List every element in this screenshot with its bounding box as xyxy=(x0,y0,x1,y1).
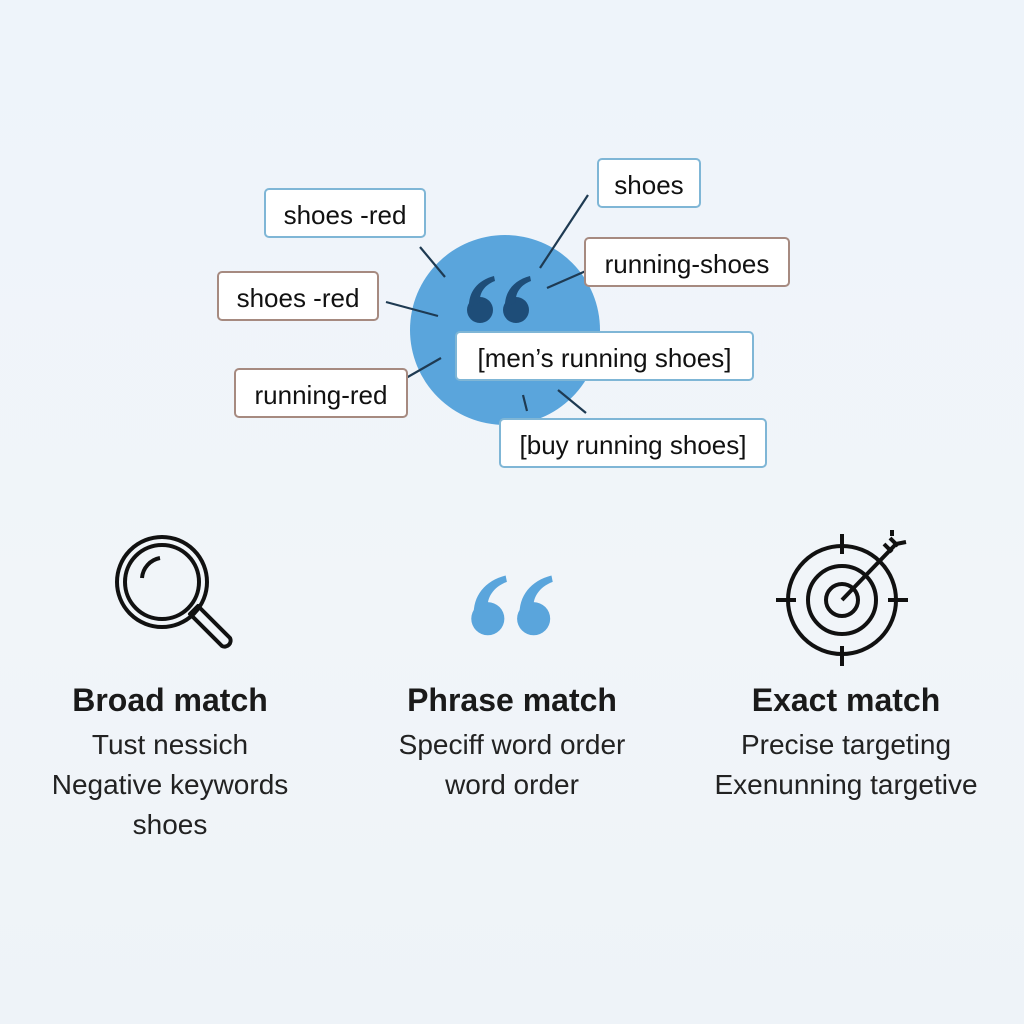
description-line: Exenunning targetive xyxy=(714,769,978,800)
keyword-box: [buy running shoes] xyxy=(499,418,767,468)
description-line: Tust nessich xyxy=(91,729,249,760)
target-icon xyxy=(676,530,1016,670)
match-title: Broad match xyxy=(72,682,268,718)
keyword-box: shoes xyxy=(597,158,701,208)
description-line: Speciff word order xyxy=(398,729,626,760)
description-line: word order xyxy=(445,769,579,800)
connector-line xyxy=(557,389,587,414)
keyword-box: running-shoes xyxy=(584,237,790,287)
magnifier-icon xyxy=(0,530,340,670)
keyword-box: shoes -red xyxy=(264,188,426,238)
match-description: Precise targeting Exenunning targetive xyxy=(676,725,1016,805)
connector-line xyxy=(385,300,439,318)
match-title: Exact match xyxy=(751,682,941,718)
connector-line xyxy=(419,246,446,278)
match-title: Phrase match xyxy=(407,682,617,718)
connector-line xyxy=(405,357,442,379)
keyword-box: running-red xyxy=(234,368,408,418)
description-line: Precise targeting xyxy=(740,729,952,760)
description-line: shoes xyxy=(132,809,208,840)
match-description: Speciff word order word order xyxy=(342,725,682,805)
connector-line xyxy=(539,194,589,269)
quote-icon xyxy=(342,530,682,670)
broad-match-column: Broad match Tust nessich Negative keywor… xyxy=(0,530,340,845)
quote-icon xyxy=(467,276,531,323)
match-description: Tust nessich Negative keywords shoes xyxy=(0,725,340,845)
exact-match-column: Exact match Precise targeting Exenunning… xyxy=(676,530,1016,805)
central-circle xyxy=(410,235,600,425)
keyword-box: shoes -red xyxy=(217,271,379,321)
description-line: Negative keywords xyxy=(51,769,289,800)
phrase-match-column: Phrase match Speciff word order word ord… xyxy=(342,530,682,805)
connector-line xyxy=(521,394,529,412)
keyword-box: [men’s running shoes] xyxy=(455,331,754,381)
